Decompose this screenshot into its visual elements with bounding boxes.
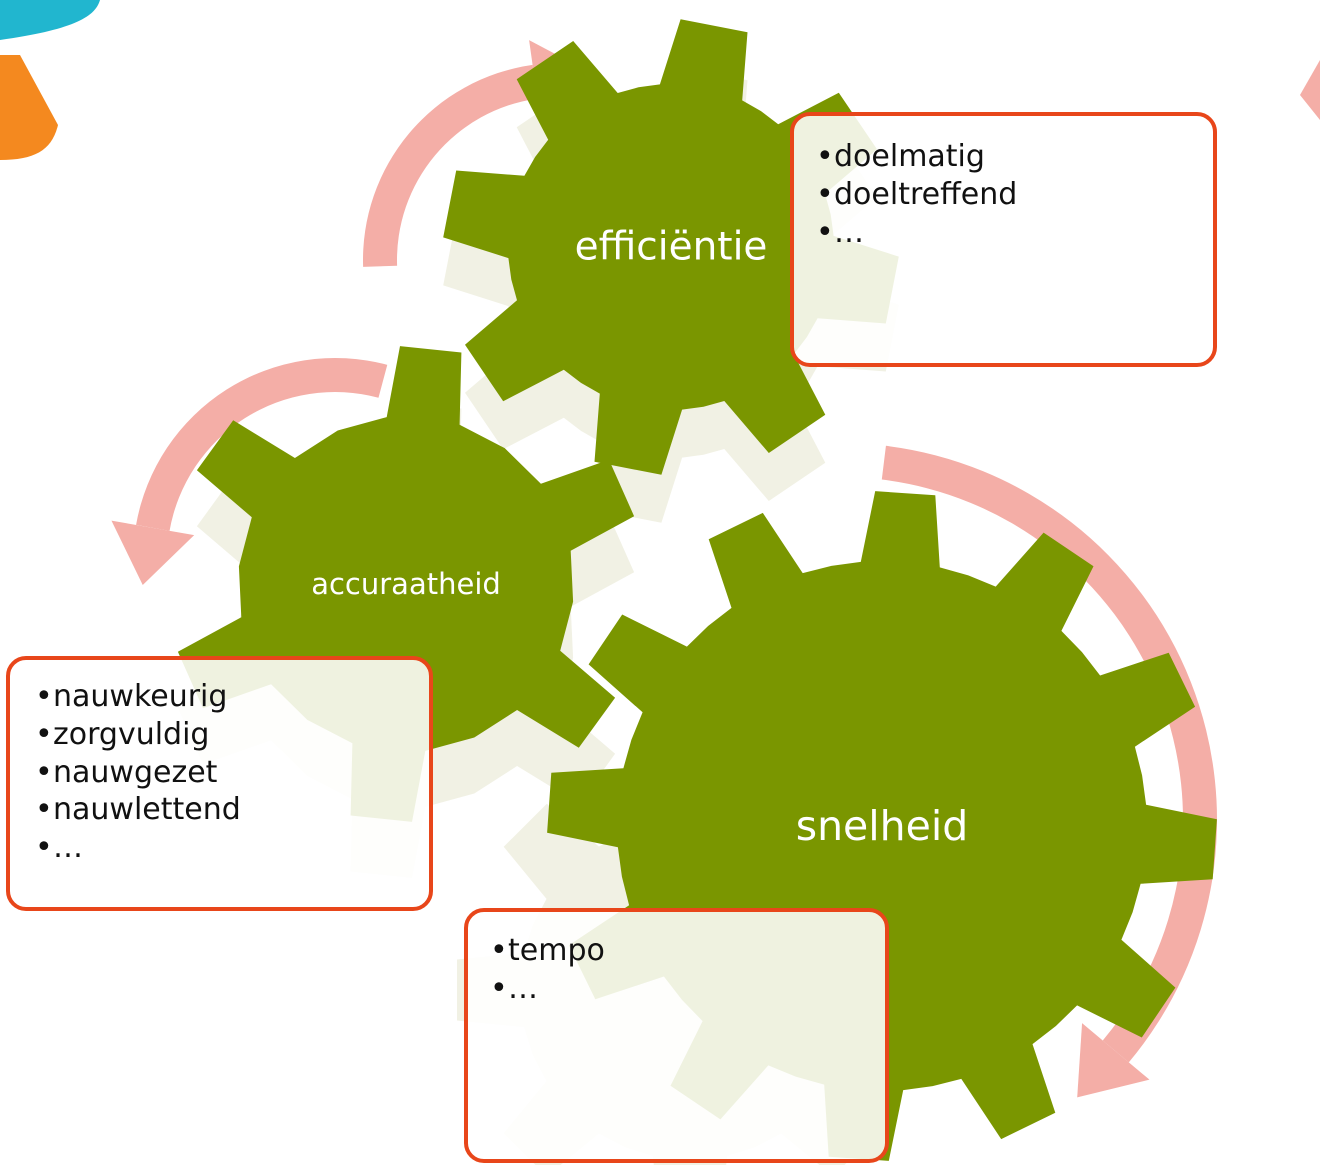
list-item: … <box>35 829 429 867</box>
list-item: doeltreffend <box>816 176 1213 214</box>
list-item: nauwgezet <box>35 754 429 792</box>
bullet-list-efficientie: doelmatig doeltreffend … <box>816 138 1213 251</box>
arrow-to-accuraatheid <box>111 358 388 585</box>
box-efficientie: doelmatig doeltreffend … <box>790 112 1217 367</box>
logo-icon <box>0 0 100 160</box>
list-item: nauwkeurig <box>35 678 429 716</box>
arrow-to-snelheid-shaft <box>881 445 1217 1063</box>
list-item: … <box>816 214 1213 252</box>
arrow-to-accuraatheid-head <box>111 520 195 585</box>
bullet-list-accuraatheid: nauwkeurig zorgvuldig nauwgezet nauwlett… <box>35 678 429 867</box>
arrow-partial-right <box>1300 60 1320 120</box>
arrow-to-snelheid-head <box>1077 1023 1150 1098</box>
gear-efficientie <box>443 19 899 475</box>
box-snelheid: tempo … <box>464 908 889 1163</box>
logo-orange-shape <box>0 55 58 160</box>
logo-teal-shape <box>0 0 100 40</box>
list-item: doelmatig <box>816 138 1213 176</box>
box-accuraatheid: nauwkeurig zorgvuldig nauwgezet nauwlett… <box>6 656 433 911</box>
gear-label-accuraatheid: accuraatheid <box>311 567 501 601</box>
list-item: zorgvuldig <box>35 716 429 754</box>
gear-label-snelheid: snelheid <box>795 802 969 850</box>
list-item: … <box>490 970 885 1008</box>
arrow-to-accuraatheid-shaft <box>136 358 388 531</box>
list-item: nauwlettend <box>35 791 429 829</box>
list-item: tempo <box>490 932 885 970</box>
arrow-to-snelheid <box>881 445 1217 1098</box>
bullet-list-snelheid: tempo … <box>490 932 885 1008</box>
gear-label-efficientie: efficiëntie <box>574 224 768 270</box>
